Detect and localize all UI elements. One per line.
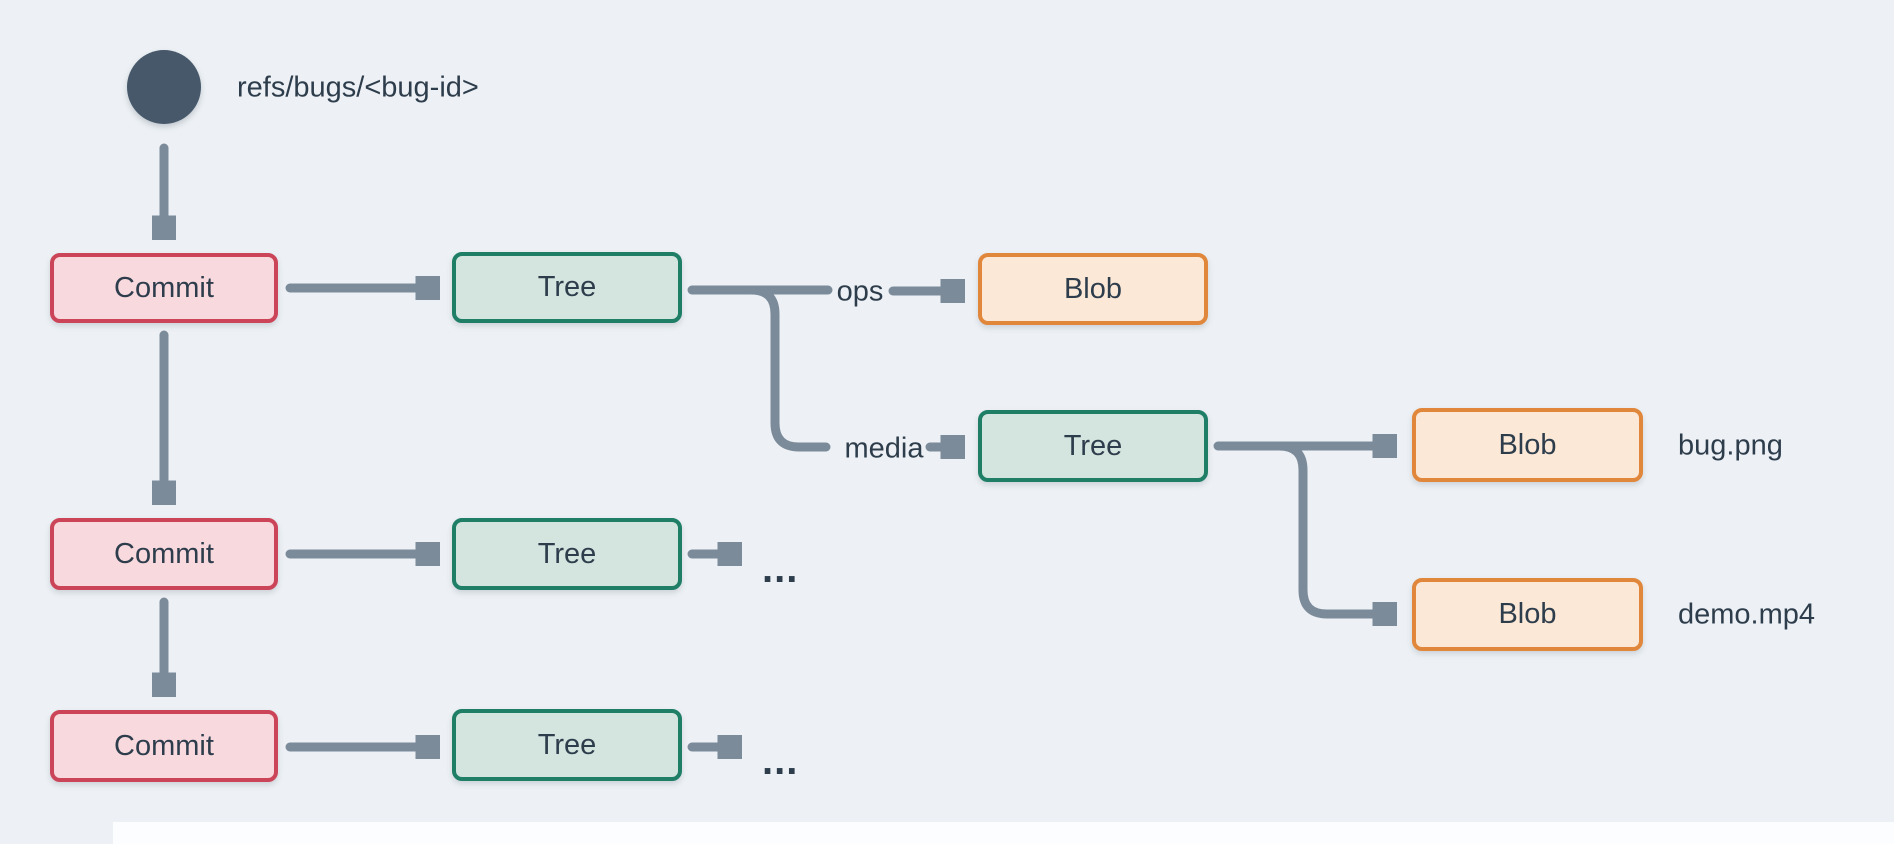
- ellipsis-row3: ...: [762, 739, 799, 783]
- node-commit-3: Commit: [50, 710, 278, 782]
- edge-treemedia-to-blobdemo-arrow: [1235, 441, 1375, 614]
- node-tree-1: Tree: [452, 252, 682, 323]
- edge-label-ops: ops: [836, 275, 884, 308]
- ellipsis-row2: ...: [762, 547, 799, 591]
- ref-node-circle: [127, 50, 201, 124]
- file-label-bug-png: bug.png: [1678, 429, 1783, 462]
- node-tree-row3: Tree: [452, 709, 682, 781]
- node-blob-demo: Blob: [1412, 578, 1643, 651]
- node-blob-ops: Blob: [978, 253, 1208, 325]
- node-tree-row2: Tree: [452, 518, 682, 590]
- edge-tree1-media-branch-line: [695, 285, 831, 452]
- node-commit-2: Commit: [50, 518, 278, 590]
- ref-label: refs/bugs/<bug-id>: [237, 71, 479, 104]
- file-label-demo-mp4: demo.mp4: [1678, 598, 1816, 631]
- edge-label-media: media: [844, 432, 924, 465]
- node-tree-media: Tree: [978, 410, 1208, 482]
- bottom-strip: [113, 822, 1894, 844]
- node-blob-bug: Blob: [1412, 408, 1643, 482]
- node-commit-1: Commit: [50, 253, 278, 323]
